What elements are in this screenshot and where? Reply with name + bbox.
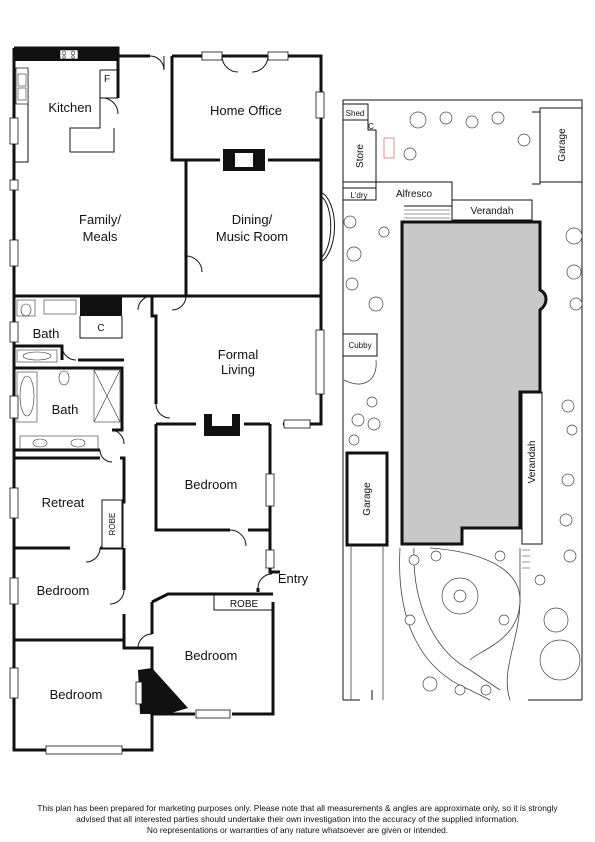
formal-living-label-line2: Living: [221, 362, 255, 377]
bedroom-bottom-label: Bedroom: [50, 687, 103, 702]
garden-trees: [343, 111, 583, 696]
garage-top-label: Garage: [557, 128, 568, 162]
bedroom-right-label: Bedroom: [185, 648, 238, 663]
shed-label: Shed: [346, 109, 365, 118]
disclaimer-text: This plan has been prepared for marketin…: [0, 803, 595, 836]
verandah-side-label: Verandah: [527, 441, 538, 484]
disclaimer-line-1: This plan has been prepared for marketin…: [37, 803, 558, 813]
site-plan: [342, 99, 583, 701]
retreat-label: Retreat: [42, 495, 85, 510]
garage-left-label: Garage: [362, 482, 373, 516]
alfresco-label: Alfresco: [396, 189, 433, 200]
fridge-label: F: [104, 74, 110, 85]
formal-living-label-line1: Formal: [218, 347, 259, 362]
bedroom-left-label: Bedroom: [37, 583, 90, 598]
laundry-label: L'dry: [350, 191, 367, 200]
kitchen-label: Kitchen: [48, 100, 91, 115]
home-office-label: Home Office: [210, 103, 282, 118]
robe-horizontal-label: ROBE: [230, 599, 259, 610]
bath-lower-label: Bath: [52, 402, 79, 417]
verandah-top-label: Verandah: [471, 206, 514, 217]
bath-upper-label: Bath: [33, 326, 60, 341]
house-floor-plan: [9, 46, 335, 755]
bedroom-center-label: Bedroom: [185, 477, 238, 492]
cupboard-label: C: [97, 323, 104, 334]
robe-vertical-label: ROBE: [108, 513, 117, 536]
shed-c-label: C: [368, 122, 374, 131]
family-meals-label-line2: Meals: [83, 229, 118, 244]
cubby-label: Cubby: [348, 341, 371, 350]
disclaimer-line-2: advised that all interested parties shou…: [76, 814, 519, 824]
dining-music-label-line1: Dining/: [232, 212, 273, 227]
family-meals-label-line1: Family/: [79, 212, 121, 227]
disclaimer-line-3: No representations or warranties of any …: [146, 825, 449, 835]
store-label: Store: [355, 144, 366, 168]
entry-label: Entry: [278, 571, 309, 586]
dining-music-label-line2: Music Room: [216, 229, 288, 244]
